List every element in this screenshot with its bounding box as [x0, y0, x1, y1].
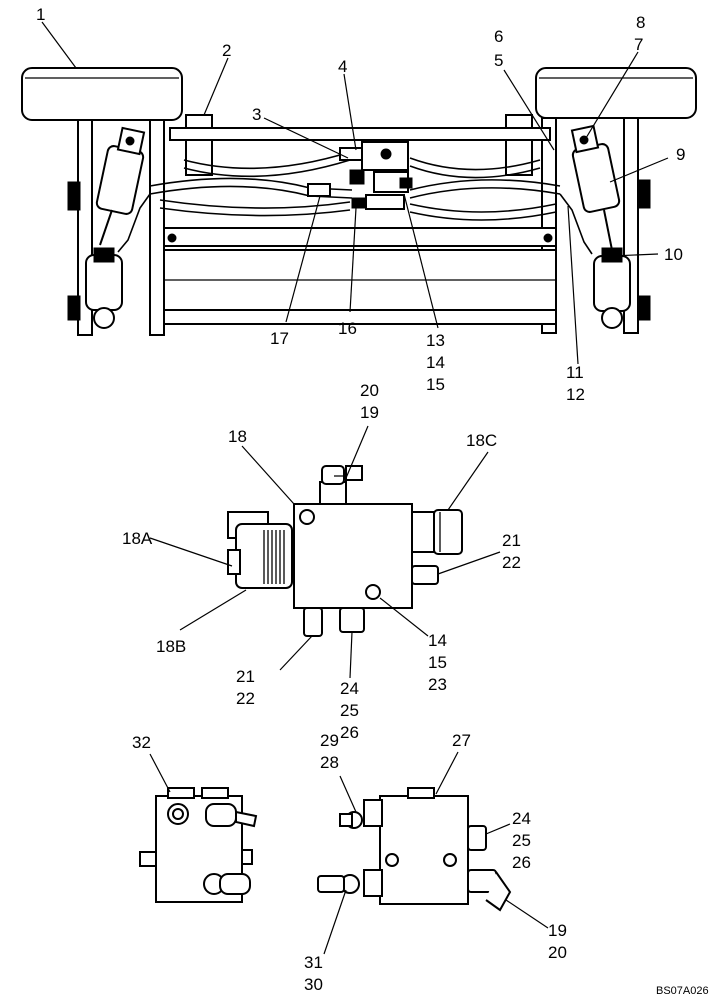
label-19-top: 19	[360, 403, 379, 422]
label-3: 3	[252, 105, 261, 124]
label-22-bottom: 22	[236, 689, 255, 708]
label-24-bottom: 24	[512, 809, 531, 828]
label-18a: 18A	[122, 529, 153, 548]
hoses	[117, 151, 593, 255]
label-24-mid: 24	[340, 679, 359, 698]
top-assembly	[21, 67, 697, 336]
right-cylinder	[570, 124, 631, 329]
label-32: 32	[132, 733, 151, 752]
label-2: 2	[222, 41, 231, 60]
label-22-right: 22	[502, 553, 521, 572]
label-8: 8	[636, 13, 645, 32]
label-30: 30	[304, 975, 323, 994]
center-valve	[307, 141, 413, 210]
label-27: 27	[452, 731, 471, 750]
label-6: 6	[494, 27, 503, 46]
left-bracket	[67, 114, 213, 336]
left-cylinder	[85, 126, 146, 329]
label-7: 7	[634, 35, 643, 54]
label-11: 11	[566, 363, 584, 382]
label-18c: 18C	[466, 431, 497, 450]
bottom-right-leaders	[323, 751, 549, 955]
label-29: 29	[320, 731, 339, 750]
label-10: 10	[664, 245, 683, 264]
drawing-code: BS07A026	[656, 985, 709, 997]
label-9: 9	[676, 145, 685, 164]
middle-valve-assembly	[227, 465, 463, 637]
label-15-mid: 15	[428, 653, 447, 672]
label-16: 16	[338, 319, 357, 338]
label-14-mid: 14	[428, 631, 447, 650]
left-cushion	[21, 67, 183, 121]
label-14: 14	[426, 353, 445, 372]
middle-leaders	[149, 425, 501, 679]
label-20-top: 20	[360, 381, 379, 400]
label-18: 18	[228, 427, 247, 446]
leader-32	[149, 753, 171, 793]
label-23: 23	[428, 675, 447, 694]
valve-27-assembly	[317, 787, 512, 912]
solenoid-coil	[227, 511, 293, 589]
label-21-bottom: 21	[236, 667, 255, 686]
label-5: 5	[494, 51, 503, 70]
label-20-bottom: 20	[548, 943, 567, 962]
label-25-bottom: 25	[512, 831, 531, 850]
label-17: 17	[270, 329, 289, 348]
label-26-bottom: 26	[512, 853, 531, 872]
main-frame	[163, 127, 557, 325]
cartridge-18c	[411, 509, 463, 555]
label-13: 13	[426, 331, 445, 350]
label-1: 1	[36, 5, 45, 24]
callout-labels: 1 2 3 4 6 5 8 7 9 10 17 16 13 14 15 11 1…	[36, 5, 685, 994]
right-cushion	[535, 67, 697, 119]
label-21-right: 21	[502, 531, 521, 550]
label-4: 4	[338, 57, 347, 76]
top-leaders	[41, 21, 669, 365]
label-18b: 18B	[156, 637, 186, 656]
label-26-mid: 26	[340, 723, 359, 742]
label-28: 28	[320, 753, 339, 772]
elbow-fitting	[319, 465, 363, 505]
valve-32-assembly	[139, 787, 258, 903]
label-25-mid: 25	[340, 701, 359, 720]
label-12: 12	[566, 385, 585, 404]
label-15: 15	[426, 375, 445, 394]
label-19-bottom: 19	[548, 921, 567, 940]
label-31: 31	[304, 953, 323, 972]
